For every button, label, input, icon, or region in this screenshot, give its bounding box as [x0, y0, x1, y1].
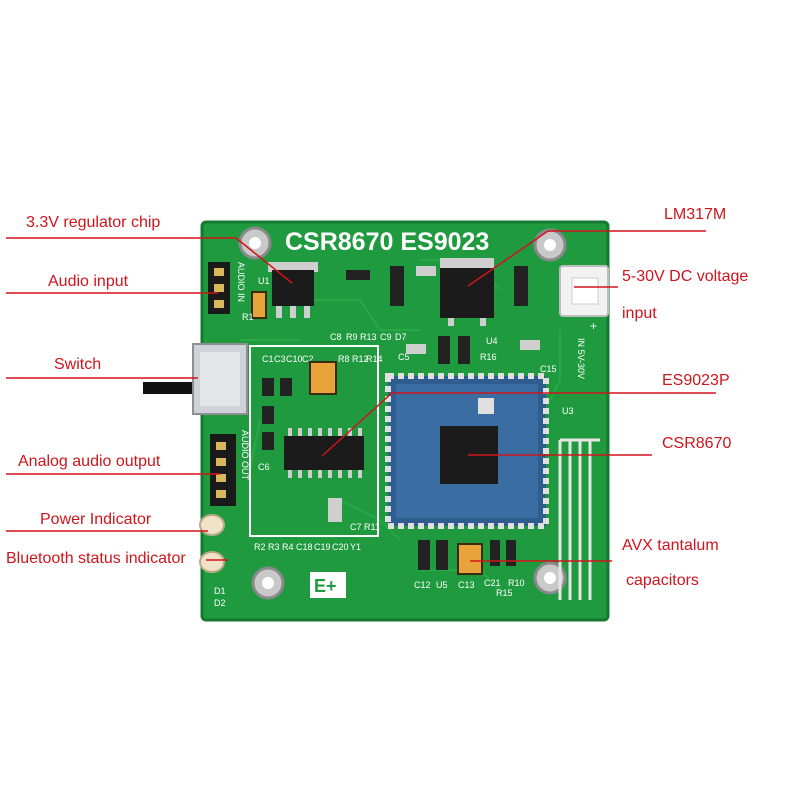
smd-component: [406, 344, 426, 354]
callout-analog-audio-output: Analog audio output: [18, 453, 161, 470]
silk-d1: D1: [214, 586, 226, 596]
audio-input-header: [208, 262, 230, 314]
brand-mark: E+: [314, 576, 337, 596]
callout-dc-input-line2: input: [622, 305, 657, 322]
tantalum-cap: [309, 361, 337, 395]
pcb-antenna: [558, 438, 600, 600]
silk-r1: R1: [242, 312, 254, 322]
smd-component: [262, 432, 274, 450]
silk-r13: R13: [360, 332, 377, 342]
silk-c19: C19: [314, 542, 331, 552]
callout-csr8670: CSR8670: [662, 435, 732, 452]
silk-r12: R12: [352, 354, 369, 364]
silk-r10: R10: [508, 578, 525, 588]
dc-power-connector: [559, 265, 609, 317]
silk-c5: C5: [398, 352, 410, 362]
mounting-hole: [251, 566, 285, 600]
silk-d7: D7: [395, 332, 407, 342]
silk-c20: C20: [332, 542, 349, 552]
silk-c18: C18: [296, 542, 313, 552]
silk-r4: R4: [282, 542, 294, 552]
silk-c10: C10: [286, 354, 303, 364]
silk-audio-in: AUDIO IN: [236, 262, 246, 302]
smd-component: [328, 498, 342, 522]
smd-component: [262, 378, 274, 396]
smd-component: [520, 340, 540, 350]
callout-tantalum-line2: capacitors: [626, 572, 699, 589]
silk-c1: C1: [262, 354, 274, 364]
smd-component: [416, 266, 436, 276]
smd-component: [506, 540, 516, 566]
mounting-hole: [533, 228, 567, 262]
board-title: CSR8670 ES9023: [285, 228, 489, 256]
silk-r14: R14: [366, 354, 383, 364]
silk-c7: C7: [350, 522, 362, 532]
smd-component: [438, 336, 450, 364]
silk-u4: U4: [486, 336, 498, 346]
silk-audio-out: AUDIO OUT: [240, 430, 250, 481]
silk-r3: R3: [268, 542, 280, 552]
silk-r2: R2: [254, 542, 266, 552]
brand-mark-box: [310, 572, 346, 598]
silk-c2: C2: [302, 354, 314, 364]
power-led: [199, 514, 225, 536]
csr8670-module: [385, 373, 549, 529]
silk-c8: C8: [330, 332, 342, 342]
callout-regulator: 3.3V regulator chip: [26, 214, 161, 231]
silk-r15: R15: [496, 588, 513, 598]
callout-bluetooth-status-indicator: Bluetooth status indicator: [6, 550, 186, 567]
silk-c3: C3: [274, 354, 286, 364]
silk-c12: C12: [414, 580, 431, 590]
silk-d2: D2: [214, 598, 226, 608]
silk-u1: U1: [258, 276, 270, 286]
silk-r8: R8: [338, 354, 350, 364]
callout-es9023p: ES9023P: [662, 372, 730, 389]
smd-component: [262, 406, 274, 424]
silk-r9: R9: [346, 332, 358, 342]
callout-switch: Switch: [54, 356, 102, 373]
tantalum-cap: [457, 543, 483, 575]
smd-component: [514, 266, 528, 306]
callout-line-lm317: [467, 230, 706, 287]
callout-line-es9023p: [321, 392, 716, 457]
silk-c21: C21: [484, 578, 501, 588]
audio-output-header: [210, 434, 236, 506]
silk-c15: C15: [540, 364, 557, 374]
silk-c6: C6: [258, 462, 270, 472]
silk-u5: U5: [436, 580, 448, 590]
smd-component: [490, 540, 500, 566]
tantalum-cap: [251, 291, 267, 319]
silk-c9: C9: [380, 332, 392, 342]
bluetooth-led: [199, 551, 225, 573]
silk-y1: Y1: [350, 542, 361, 552]
silk-r11: R11: [364, 522, 380, 532]
lm317m-chip: [440, 258, 494, 326]
smd-component: [458, 336, 470, 364]
silk-u3: U3: [562, 406, 574, 416]
mounting-hole: [533, 561, 567, 595]
callout-line-regulator: [6, 237, 293, 284]
regulator-chip: [268, 262, 318, 318]
silk-plus: +: [590, 319, 597, 333]
callout-lm317m: LM317M: [664, 206, 727, 223]
smd-component: [418, 540, 430, 570]
callout-dc-input-line1: 5-30V DC voltage: [622, 268, 749, 285]
smd-component: [436, 540, 448, 570]
callout-tantalum-line1: AVX tantalum: [622, 537, 719, 554]
silk-in-5v-30v: IN 5V-30V: [576, 338, 586, 379]
callout-audio-input: Audio input: [48, 273, 129, 290]
smd-component: [280, 378, 292, 396]
silk-r16: R16: [480, 352, 497, 362]
es9023p-chip: [284, 428, 364, 478]
smd-component: [346, 270, 370, 280]
slide-switch: [143, 343, 248, 415]
callout-power-indicator: Power Indicator: [40, 511, 152, 528]
mounting-hole: [238, 226, 272, 260]
smd-component: [390, 266, 404, 306]
silk-c13: C13: [458, 580, 475, 590]
dac-section-outline: [249, 345, 379, 537]
